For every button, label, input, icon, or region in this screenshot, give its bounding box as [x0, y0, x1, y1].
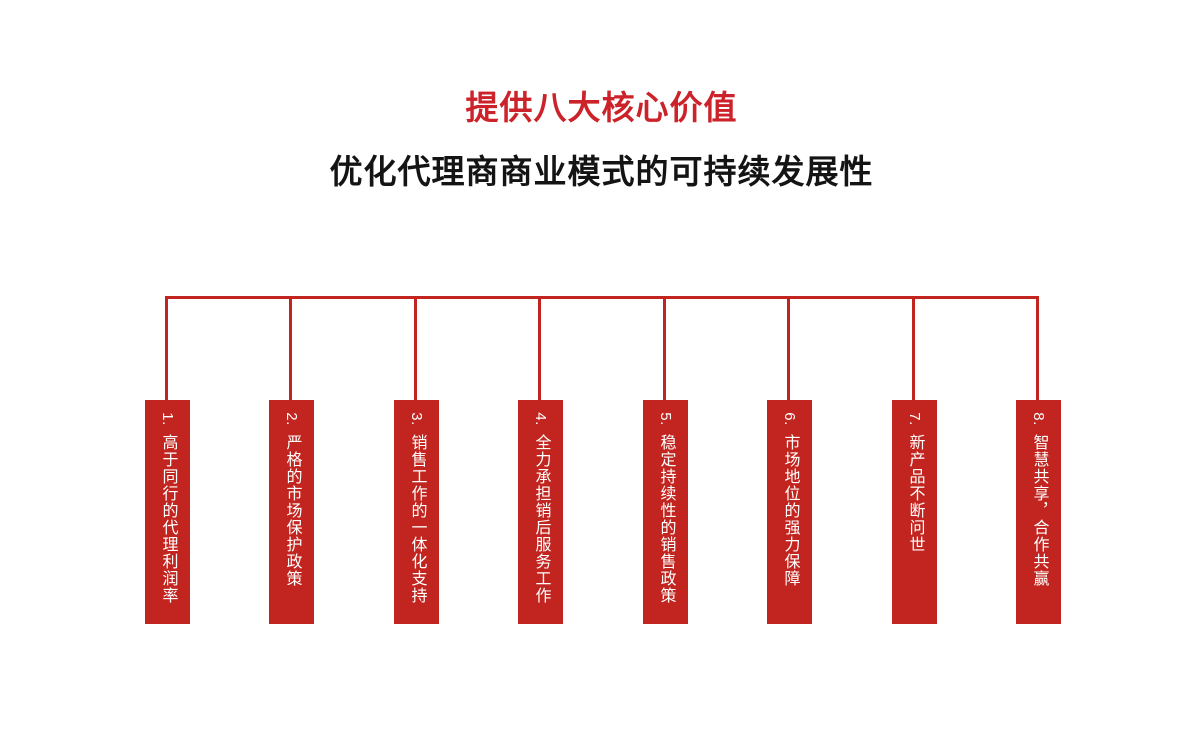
value-card-4-label: 全力承担销后服务工作 — [532, 434, 550, 604]
value-card-1-number: 1. — [158, 412, 176, 426]
value-card-1-label: 高于同行的代理利润率 — [159, 434, 177, 604]
value-card-3-inner: 3. 销售工作的一体化支持 — [394, 400, 439, 624]
value-card-5-label: 稳定持续性的销售政策 — [657, 434, 675, 604]
value-card-7[interactable]: 7. 新产品不断问世 — [892, 400, 937, 624]
value-card-8-number: 8. — [1029, 412, 1047, 426]
value-card-7-number: 7. — [905, 412, 923, 426]
value-card-4-inner: 4. 全力承担销后服务工作 — [518, 400, 563, 624]
connector-stem-4 — [538, 296, 541, 402]
connector-horizontal-line — [165, 296, 1039, 299]
value-card-2-inner: 2. 严格的市场保护政策 — [269, 400, 314, 624]
value-card-8[interactable]: 8. 智慧共享，合作共赢 — [1016, 400, 1061, 624]
value-card-6-inner: 6. 市场地位的强力保障 — [767, 400, 812, 624]
value-card-3-label: 销售工作的一体化支持 — [408, 434, 426, 604]
value-card-5[interactable]: 5. 稳定持续性的销售政策 — [643, 400, 688, 624]
value-card-7-inner: 7. 新产品不断问世 — [892, 400, 937, 624]
page-title: 提供八大核心价值 — [465, 89, 738, 126]
connector-stem-6 — [787, 296, 790, 402]
value-card-6-number: 6. — [780, 412, 798, 426]
value-card-1-inner: 1. 高于同行的代理利润率 — [145, 400, 190, 624]
connector-stem-2 — [289, 296, 292, 402]
value-card-6[interactable]: 6. 市场地位的强力保障 — [767, 400, 812, 624]
value-card-5-inner: 5. 稳定持续性的销售政策 — [643, 400, 688, 624]
value-card-2-number: 2. — [282, 412, 300, 426]
value-card-3[interactable]: 3. 销售工作的一体化支持 — [394, 400, 439, 624]
page-subtitle: 优化代理商商业模式的可持续发展性 — [329, 153, 874, 190]
value-card-4-number: 4. — [531, 412, 549, 426]
value-card-3-number: 3. — [407, 412, 425, 426]
value-card-5-number: 5. — [656, 412, 674, 426]
value-card-8-label: 智慧共享，合作共赢 — [1030, 434, 1048, 587]
connector-stem-3 — [414, 296, 417, 402]
value-card-2-label: 严格的市场保护政策 — [283, 434, 301, 587]
connector-stem-7 — [912, 296, 915, 402]
connector-stem-1 — [165, 296, 168, 402]
value-card-1[interactable]: 1. 高于同行的代理利润率 — [145, 400, 190, 624]
value-card-4[interactable]: 4. 全力承担销后服务工作 — [518, 400, 563, 624]
connector-stem-8 — [1036, 296, 1039, 402]
connector-stem-5 — [663, 296, 666, 402]
heading-block: 提供八大核心价值 优化代理商商业模式的可持续发展性 — [0, 86, 1203, 196]
value-card-7-label: 新产品不断问世 — [906, 434, 924, 553]
value-card-8-inner: 8. 智慧共享，合作共赢 — [1016, 400, 1061, 624]
value-card-2[interactable]: 2. 严格的市场保护政策 — [269, 400, 314, 624]
value-card-6-label: 市场地位的强力保障 — [781, 434, 799, 587]
